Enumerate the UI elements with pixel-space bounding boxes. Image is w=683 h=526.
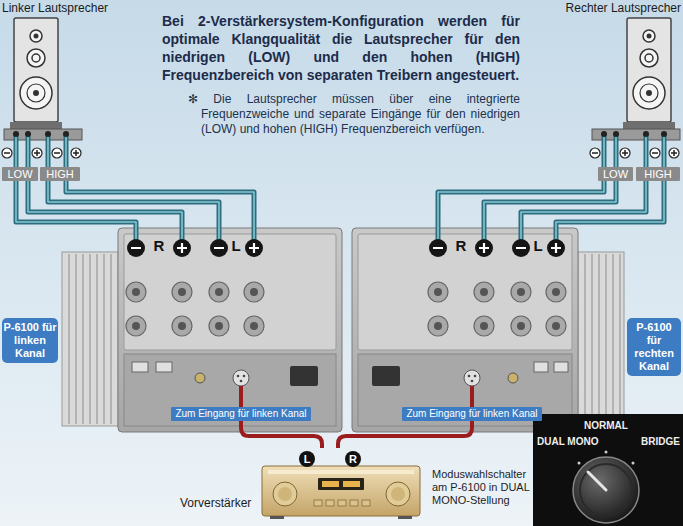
channel-marker: R bbox=[345, 451, 361, 467]
terminal-tag: HIGH bbox=[636, 167, 680, 181]
knob-position-label: NORMAL bbox=[584, 420, 628, 432]
terminal-label: LOW bbox=[603, 167, 628, 181]
preamp-label: Vorverstärker bbox=[180, 496, 251, 510]
speaker-illustration bbox=[590, 18, 680, 168]
terminal-tag: LOW bbox=[2, 167, 38, 181]
speaker-label: Linker Lautsprecher bbox=[2, 1, 108, 15]
terminal-tag: HIGH bbox=[40, 167, 80, 181]
cable-tag: Zum Eingang für linken Kanal bbox=[171, 407, 310, 421]
speaker-node: Linker LautsprecherLOW HIGH bbox=[0, 0, 122, 183]
knob-position-label: BRIDGE bbox=[641, 436, 680, 448]
terminal-label: LOW bbox=[7, 167, 32, 181]
amplifier-node: RL bbox=[352, 228, 578, 392]
amplifier-node: RL bbox=[118, 228, 342, 392]
cable-core bbox=[556, 181, 664, 228]
speaker-cable bbox=[521, 181, 664, 228]
channel-tag-text: P-6100 für linken Kanal bbox=[3, 321, 57, 360]
channel-letter: L bbox=[533, 237, 542, 254]
terminal-label: HIGH bbox=[46, 167, 74, 181]
mode-caption: Moduswahlschalter am P-6100 in DUAL MONO… bbox=[432, 468, 532, 507]
cable-tag: Zum Eingang für linken Kanal bbox=[402, 407, 541, 421]
channel-letter: L bbox=[231, 237, 240, 254]
speaker-label: Rechter Lautsprecher bbox=[566, 1, 681, 15]
terminal-label: HIGH bbox=[644, 167, 672, 181]
channel-tag: P-6100 für rechten Kanal bbox=[627, 318, 681, 376]
note-text: ✻ Die Lautsprecher müssen über eine inte… bbox=[188, 92, 520, 137]
cable-outer bbox=[48, 181, 219, 228]
cable-core bbox=[48, 181, 219, 228]
amplifier-illustration bbox=[352, 228, 624, 432]
channel-tag: P-6100 für linken Kanal bbox=[2, 318, 58, 363]
cable-outer bbox=[556, 181, 664, 228]
knob-position-label: DUAL MONO bbox=[537, 436, 598, 448]
channel-letter: R bbox=[456, 237, 467, 254]
amplifier-illustration bbox=[62, 228, 342, 432]
channel-marker: L bbox=[299, 451, 315, 467]
speaker-illustration bbox=[2, 18, 82, 168]
channel-letter: R bbox=[154, 237, 165, 254]
terminal-tag: LOW bbox=[598, 167, 633, 181]
channel-tag-text: P-6100 für rechten Kanal bbox=[628, 321, 680, 373]
speaker-cable bbox=[48, 181, 254, 228]
cable-core bbox=[66, 181, 254, 228]
preamp-illustration bbox=[262, 466, 420, 519]
speaker-node: Rechter LautsprecherLOW HIGH bbox=[561, 0, 683, 183]
mode-selector-photo bbox=[533, 414, 683, 526]
heading-text: Bei 2-Verstärkersystem-Konfiguration wer… bbox=[162, 12, 520, 84]
cable-outer bbox=[66, 181, 254, 228]
